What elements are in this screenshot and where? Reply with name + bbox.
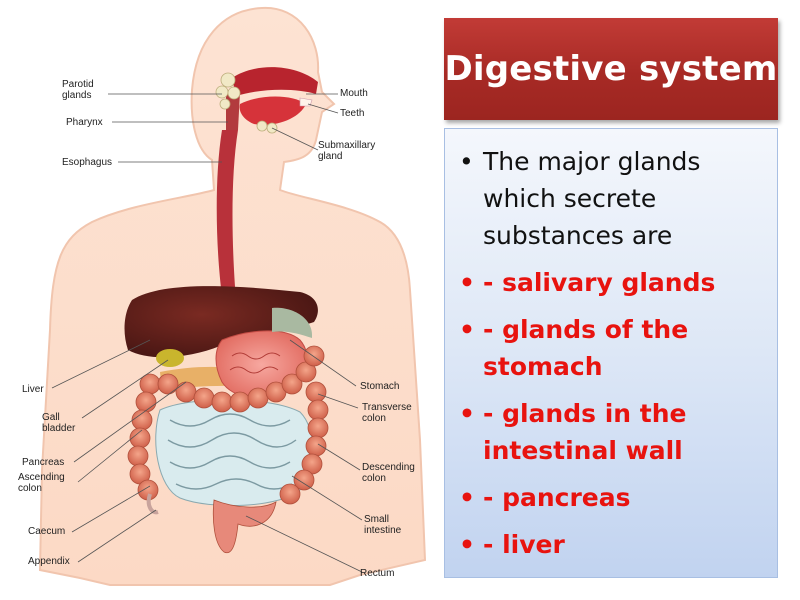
label-small-line1: Small (364, 514, 390, 525)
bullet-list: • The major glands which secrete substan… (457, 143, 765, 563)
bullet-intro-text: The major glands which secrete substance… (483, 147, 701, 250)
bullet-glyph: • (459, 399, 475, 428)
label-ascending-colon: Ascending colon (18, 472, 65, 494)
bullet-glyph: • (459, 147, 474, 176)
slide-title-banner: Digestive system (444, 18, 778, 120)
bullet-item: • - liver (457, 526, 765, 563)
esophagus-shape (216, 130, 238, 300)
label-pancreas: Pancreas (22, 457, 65, 468)
label-transverse-line1: Transverse (362, 402, 412, 413)
bullet-item: • - glands of the stomach (457, 311, 765, 385)
bullet-glyph: • (459, 268, 475, 297)
label-parotid-line1: Parotid (62, 79, 94, 90)
label-submax-line1: Submaxillary (318, 140, 376, 151)
label-descending-line1: Descending (362, 462, 415, 473)
bullet-glyph: • (459, 530, 475, 559)
bullet-panel: • The major glands which secrete substan… (444, 128, 778, 578)
label-submaxillary-gland: Submaxillary gland (318, 140, 375, 162)
bullet-intro: • The major glands which secrete substan… (457, 143, 765, 254)
liver-shape (124, 286, 318, 358)
bullet-salivary-glands: - salivary glands (483, 268, 716, 297)
bullet-glyph: • (459, 315, 475, 344)
bullet-item: • - pancreas (457, 479, 765, 516)
label-liver: Liver (22, 384, 44, 395)
leader-lines (51, 93, 363, 573)
colon-shape (127, 345, 329, 505)
label-teeth: Teeth (340, 108, 365, 119)
bullet-liver: - liver (483, 530, 565, 559)
gallbladder-shape (156, 349, 184, 367)
label-transverse-line2: colon (362, 413, 386, 424)
label-ascending-line1: Ascending (18, 472, 65, 483)
label-caecum: Caecum (28, 526, 66, 537)
anatomy-illustration (38, 6, 427, 586)
tongue (239, 96, 306, 125)
label-parotid-line2: glands (62, 90, 92, 101)
label-pharynx: Pharynx (66, 117, 103, 128)
label-gall-bladder: Gall bladder (42, 412, 75, 434)
label-transverse-colon: Transverse colon (362, 402, 412, 424)
label-rectum: Rectum (360, 568, 395, 579)
rectum-shape (212, 499, 277, 554)
label-small-line2: intestine (364, 525, 402, 536)
label-appendix: Appendix (28, 556, 70, 567)
digestive-system-figure: Parotid glands Pharynx Esophagus Liver G… (18, 6, 427, 586)
parotid-gland (215, 72, 241, 110)
pharynx-shape (226, 90, 240, 130)
slide-title: Digestive system (444, 49, 778, 89)
label-small-intestine: Small intestine (364, 514, 401, 536)
bullet-item: • - salivary glands (457, 264, 765, 301)
label-parotid-glands: Parotid glands (62, 79, 94, 101)
nasal-cavity (232, 67, 318, 96)
bullet-item: • - glands in the intestinal wall (457, 395, 765, 469)
bullet-stomach-glands: - glands of the stomach (483, 315, 689, 381)
bullet-intestinal-glands: - glands in the intestinal wall (483, 399, 687, 465)
label-mouth: Mouth (340, 88, 368, 99)
label-stomach: Stomach (360, 381, 400, 392)
bullet-pancreas: - pancreas (483, 483, 631, 512)
label-descending-colon: Descending colon (362, 462, 415, 484)
label-esophagus: Esophagus (62, 157, 113, 168)
label-gall-line2: bladder (42, 423, 76, 434)
label-gall-line1: Gall (42, 412, 60, 423)
label-descending-line2: colon (362, 473, 386, 484)
bullet-glyph: • (459, 483, 475, 512)
appendix-shape (146, 493, 159, 515)
label-ascending-line2: colon (18, 483, 42, 494)
label-submax-line2: gland (318, 151, 343, 162)
